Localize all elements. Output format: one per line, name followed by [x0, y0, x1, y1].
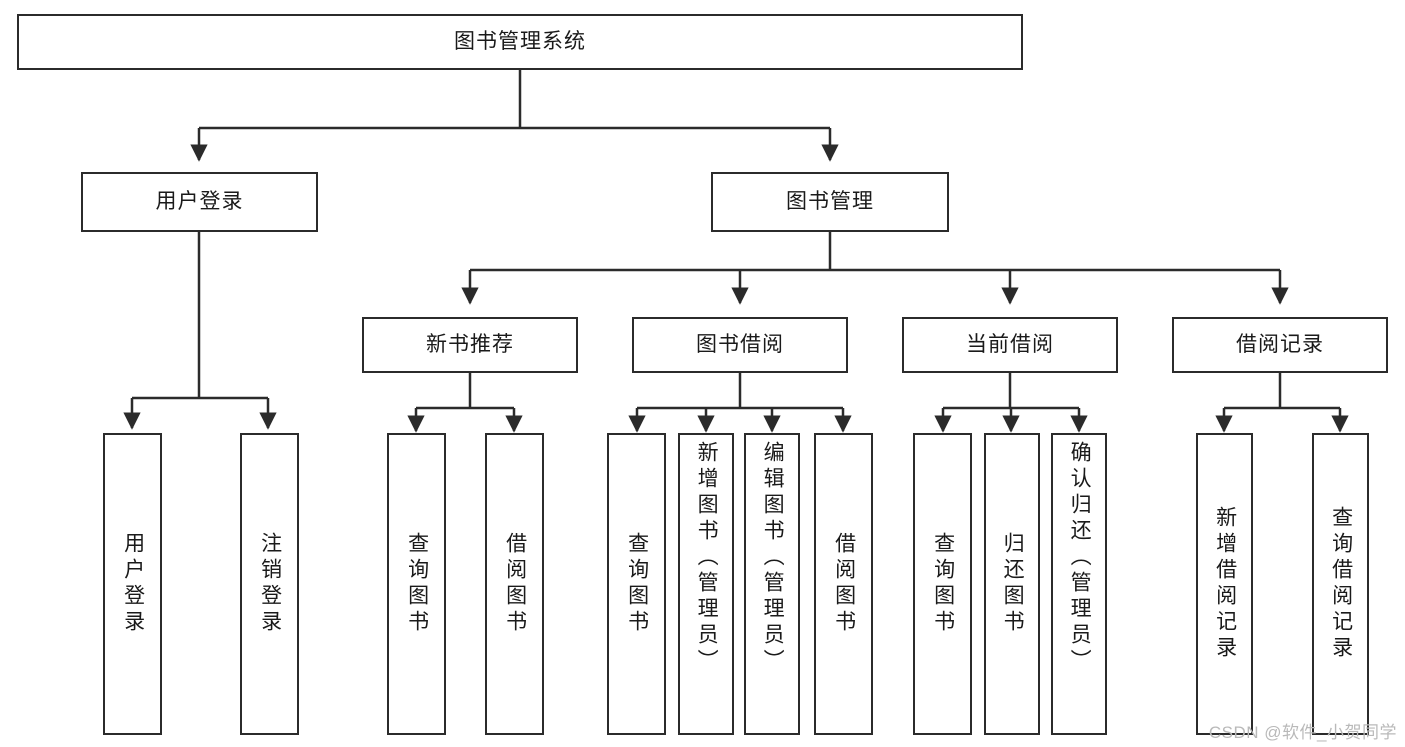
- node-book-management[interactable]: 图书管理: [711, 172, 949, 232]
- node-root[interactable]: 图书管理系统: [17, 14, 1023, 70]
- leaf-query-book-current-label: 查询图书: [931, 532, 955, 636]
- leaf-borrow-book-borrow[interactable]: 借阅图书: [814, 433, 873, 735]
- node-book-management-label: 图书管理: [786, 189, 874, 213]
- leaf-user-login[interactable]: 用户登录: [103, 433, 162, 735]
- leaf-query-book-borrow[interactable]: 查询图书: [607, 433, 666, 735]
- leaf-logout-label: 注销登录: [258, 532, 282, 636]
- leaf-add-book[interactable]: 新增图书（管理员）: [678, 433, 734, 735]
- node-new-book-recommend[interactable]: 新书推荐: [362, 317, 578, 373]
- node-root-label: 图书管理系统: [454, 29, 586, 53]
- node-borrow-record-label: 借阅记录: [1236, 332, 1324, 356]
- leaf-query-book-current[interactable]: 查询图书: [913, 433, 972, 735]
- leaf-borrow-book-borrow-label: 借阅图书: [832, 532, 856, 636]
- leaf-query-book-rec-label: 查询图书: [405, 532, 429, 636]
- leaf-return-book-label: 归还图书: [1001, 532, 1025, 636]
- leaf-add-borrow-record[interactable]: 新增借阅记录: [1196, 433, 1253, 735]
- leaf-borrow-book-rec-label: 借阅图书: [503, 532, 527, 636]
- leaf-edit-book[interactable]: 编辑图书（管理员）: [744, 433, 800, 735]
- leaf-edit-book-label: 编辑图书（管理员）: [761, 441, 785, 675]
- leaf-add-book-label: 新增图书（管理员）: [695, 441, 719, 675]
- leaf-confirm-return[interactable]: 确认归还（管理员）: [1051, 433, 1107, 735]
- leaf-query-borrow-record-label: 查询借阅记录: [1329, 506, 1353, 662]
- leaf-return-book[interactable]: 归还图书: [984, 433, 1040, 735]
- leaf-query-borrow-record[interactable]: 查询借阅记录: [1312, 433, 1369, 735]
- node-new-book-recommend-label: 新书推荐: [426, 332, 514, 356]
- node-user-login-label: 用户登录: [155, 189, 244, 213]
- node-borrow-record[interactable]: 借阅记录: [1172, 317, 1388, 373]
- leaf-add-borrow-record-label: 新增借阅记录: [1213, 506, 1237, 662]
- leaf-logout[interactable]: 注销登录: [240, 433, 299, 735]
- node-current-borrow[interactable]: 当前借阅: [902, 317, 1118, 373]
- node-book-borrow[interactable]: 图书借阅: [632, 317, 848, 373]
- leaf-query-book-borrow-label: 查询图书: [625, 532, 649, 636]
- node-user-login[interactable]: 用户登录: [81, 172, 318, 232]
- leaf-query-book-rec[interactable]: 查询图书: [387, 433, 446, 735]
- leaf-user-login-label: 用户登录: [121, 532, 145, 636]
- leaf-borrow-book-rec[interactable]: 借阅图书: [485, 433, 544, 735]
- node-book-borrow-label: 图书借阅: [696, 332, 784, 356]
- node-current-borrow-label: 当前借阅: [966, 332, 1054, 356]
- leaf-confirm-return-label: 确认归还（管理员）: [1068, 441, 1092, 675]
